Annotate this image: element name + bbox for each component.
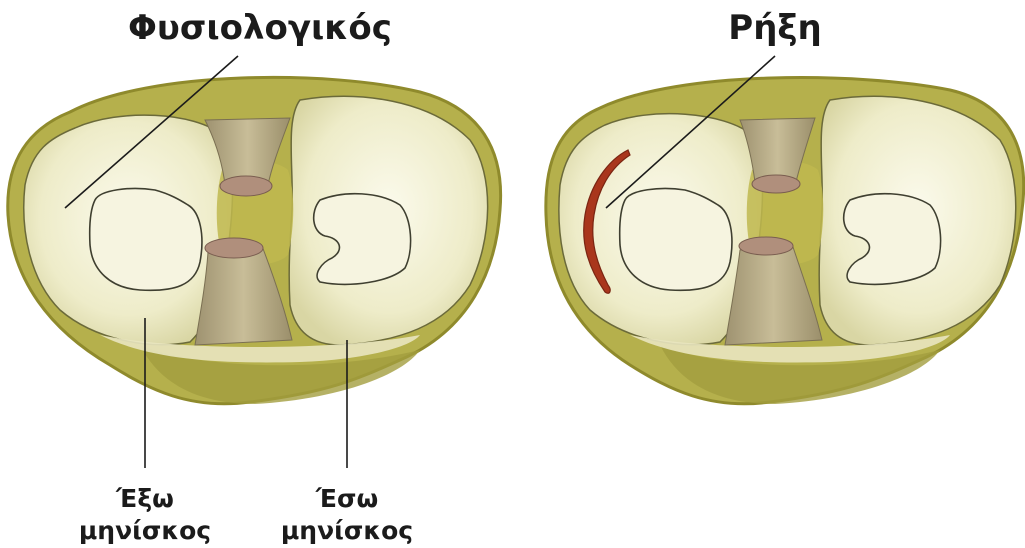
torn-knee [546,78,1024,404]
posterior-ligament-cap [752,175,800,193]
lateral-plateau-outline [90,188,202,290]
anterior-ligament-cap [739,237,793,255]
posterior-ligament-cap [220,176,272,196]
lateral-plateau-outline [620,188,732,290]
normal-knee [8,77,501,404]
anterior-ligament-cap [205,238,263,258]
